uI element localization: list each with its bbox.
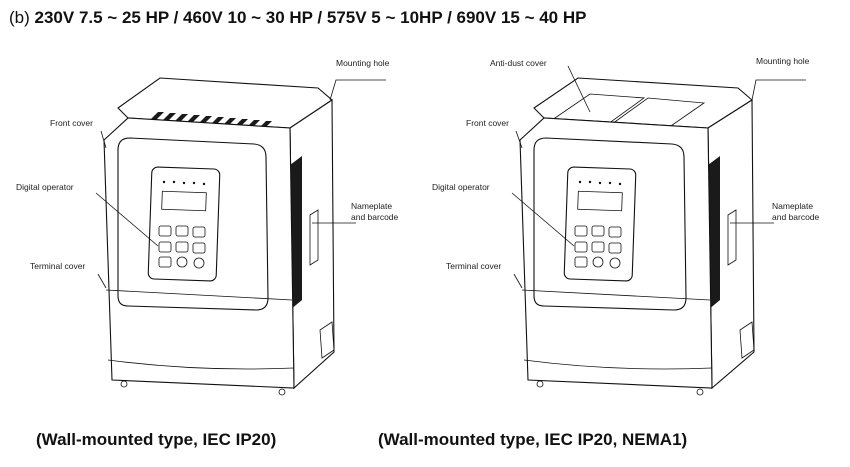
- right-label-nameplate-2: and barcode: [772, 212, 820, 222]
- left-digital-operator: [147, 166, 221, 282]
- left-label-terminal-cover: Terminal cover: [30, 261, 85, 271]
- left-label-digital-operator: Digital operator: [16, 182, 74, 192]
- right-digital-operator: [563, 166, 637, 282]
- left-caption: (Wall-mounted type, IEC IP20): [36, 430, 277, 449]
- right-label-nameplate-1: Nameplate: [772, 201, 813, 211]
- left-label-mounting-hole: Mounting hole: [336, 58, 390, 68]
- right-inverter: Anti-dust cover Mounting hole Front cove…: [432, 56, 820, 396]
- right-label-front-cover: Front cover: [466, 118, 509, 128]
- right-label-terminal-cover: Terminal cover: [446, 261, 501, 271]
- left-label-front-cover: Front cover: [50, 118, 93, 128]
- right-label-anti-dust-cover: Anti-dust cover: [490, 58, 547, 68]
- left-mounting-hole-leader: [329, 79, 386, 101]
- right-label-mounting-hole: Mounting hole: [756, 56, 810, 66]
- left-inverter: Mounting hole Front cover Digital operat…: [16, 58, 399, 396]
- left-label-nameplate-1: Nameplate: [351, 201, 392, 211]
- left-label-nameplate-2: and barcode: [351, 212, 399, 222]
- figure-heading: (b) 230V 7.5 ~ 25 HP / 460V 10 ~ 30 HP /…: [9, 8, 586, 28]
- figure-prefix: (b): [9, 8, 30, 27]
- right-caption: (Wall-mounted type, IEC IP20, NEMA1): [378, 430, 688, 449]
- right-nameplate: [727, 209, 737, 266]
- left-nameplate: [309, 209, 319, 266]
- figure-title: 230V 7.5 ~ 25 HP / 460V 10 ~ 30 HP / 575…: [34, 8, 587, 27]
- right-label-digital-operator: Digital operator: [432, 182, 490, 192]
